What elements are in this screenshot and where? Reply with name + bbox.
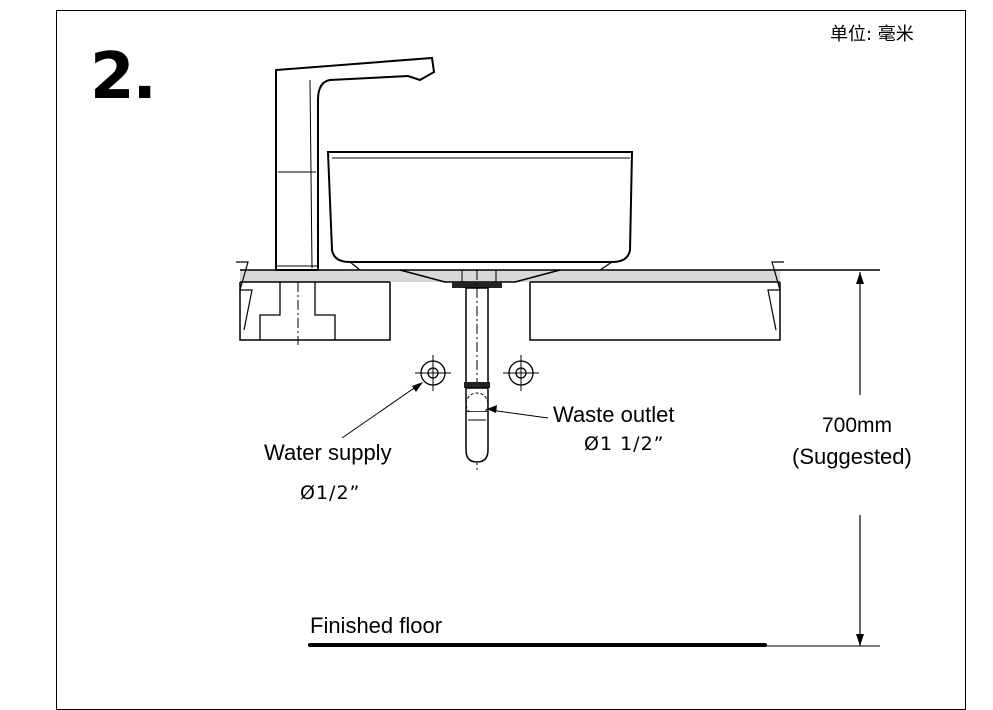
faucet [275,56,436,271]
unit-label: 单位: 毫米 [830,24,914,45]
vessel-basin [326,151,634,283]
height-note: (Suggested) [792,444,912,469]
waste-outlet-label: Waste outlet [553,402,675,427]
floor-label: Finished floor [310,613,443,638]
height-value: 700mm [822,414,893,437]
water-supply-label: Water supply [264,440,392,465]
waste-pipe [452,270,502,470]
step-number: 2. [90,40,157,114]
waste-outlet-size: Ø1 1/2” [584,433,665,455]
height-dimension [764,272,880,647]
water-supply-connectors [415,355,539,391]
countertop [236,261,880,345]
leader-arrows [341,382,549,439]
water-supply-size: Ø1/2” [300,482,361,504]
